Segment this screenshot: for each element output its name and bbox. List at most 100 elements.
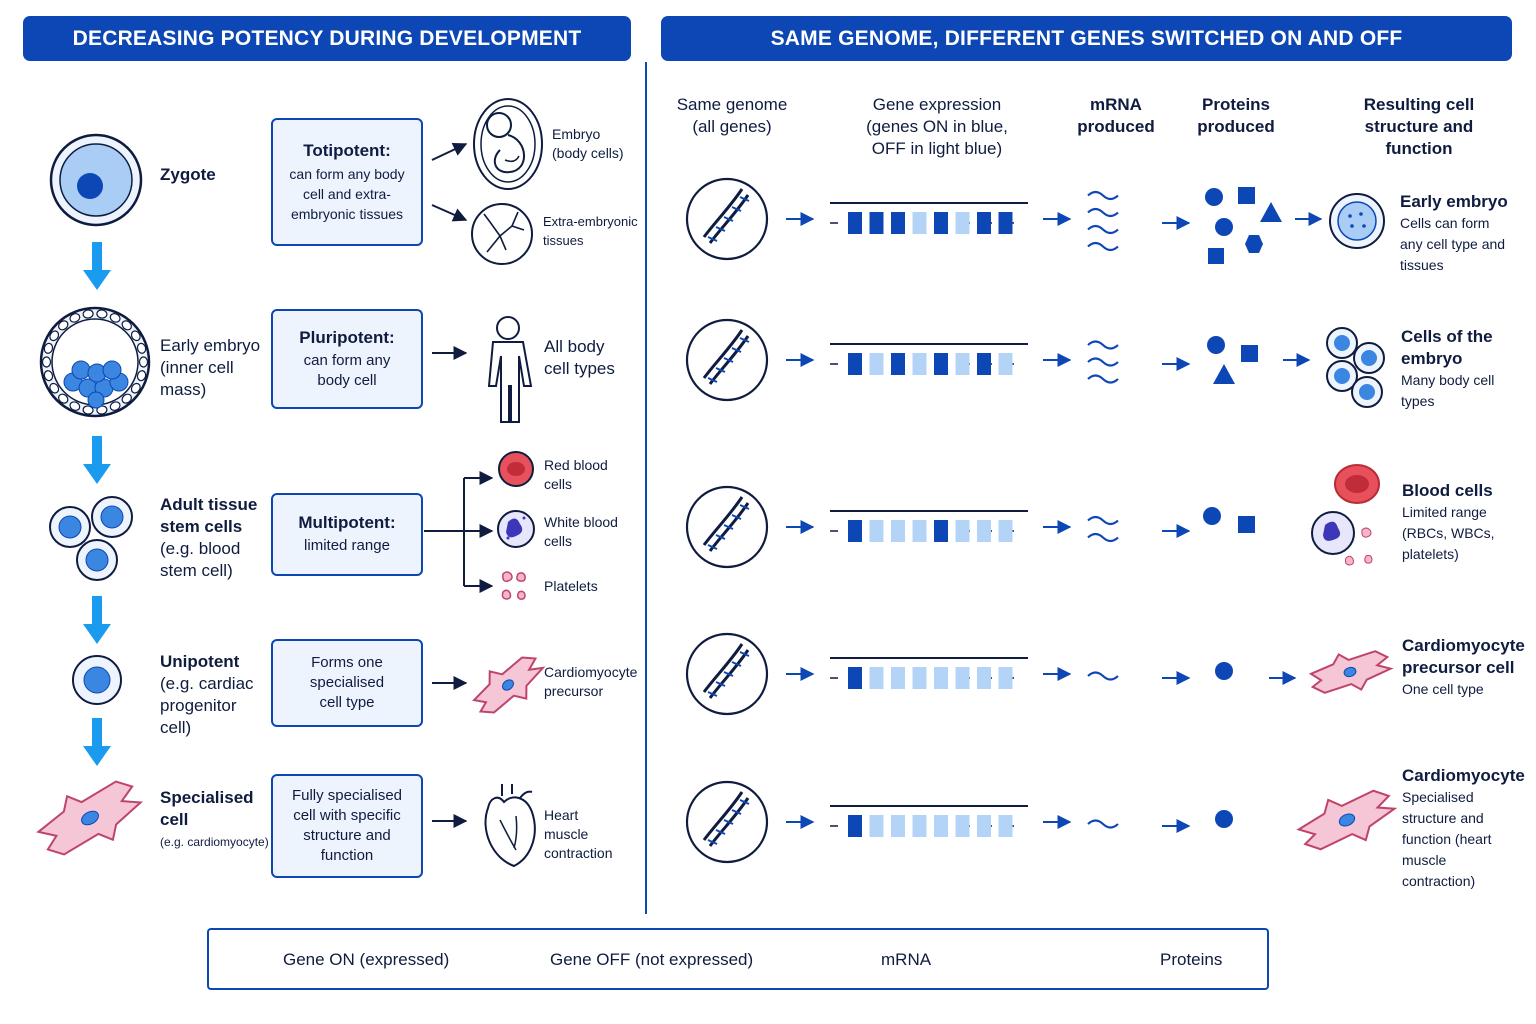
protein-square [1241,345,1258,362]
dna-rung [723,216,734,222]
blastocyst-ring-cell [136,370,147,382]
gene-on-block [934,353,948,375]
dna-rung [723,357,734,363]
gene-on-block [891,212,905,234]
blood-cells-result-icon [1311,464,1380,566]
label-white-blood: White blood cells [544,514,618,549]
stage-adult-stem-sub: (e.g. blood stem cell) [160,539,241,580]
legend-gene-off-label: Gene OFF (not expressed) [550,950,754,969]
col-mrna: mRNA produced [1077,95,1155,136]
row-embryo-cells-label: Cells of the embryo Many body cell types [1401,326,1511,412]
progenitor-cell-icon [72,655,122,705]
mrna-wave [1087,340,1119,350]
mrna-wave [1087,357,1119,367]
blastocyst-ring-cell [121,393,132,404]
right-panel-title: SAME GENOME, DIFFERENT GENES SWITCHED ON… [661,16,1512,61]
dna-strand [702,188,744,238]
gene-on-block [977,212,991,234]
protein-circle [1207,336,1225,354]
gene-off-block [977,520,991,542]
red-blood-cell-icon [498,451,534,487]
gene-off-block [912,520,927,542]
gene-on-block [998,212,1013,234]
gene-off-block [869,815,884,837]
stem-cells-icon [49,496,133,581]
label-embryo: Embryo (body cells) [552,126,624,161]
gene-off-block [955,353,970,375]
gene-off-block [869,667,884,689]
blastocyst-ring-cell [82,309,94,319]
pluripotent-text: can form any body cell [303,351,391,389]
row-early-embryo-label: Early embryo Cells can form any cell typ… [1400,191,1510,276]
dna-rung [707,839,718,845]
protein-circle [1215,810,1233,828]
legend: Gene ON (expressed) Gene OFF (not expres… [207,928,1269,990]
blastocyst-ring-cell [82,405,94,415]
platelets-icon [501,571,526,600]
left-panel-title: DECREASING POTENCY DURING DEVELOPMENT [23,16,631,61]
stage-adult-stem-name: Adult tissue stem cells [160,495,258,536]
stage-specialised-sub: (e.g. cardiomyocyte) [160,835,269,849]
dna-rung [723,524,734,530]
dna-rung [731,206,742,212]
dna-rung [707,236,718,242]
cardio-precursor-result-icon [1308,650,1394,694]
down-arrows [83,242,111,766]
blastocyst-ring-cell [58,320,69,331]
left-arrows [431,143,468,828]
gene-on-block [848,520,862,542]
blastocyst-ring-cell [58,393,69,404]
cardiomyocyte-result-icon [1296,789,1398,851]
label-heart: Heart muscle contraction [544,807,613,861]
blastocyst-ring-cell [69,401,81,411]
gene-off-block [977,815,991,837]
stage-adult-stem: Adult tissue stem cells (e.g. blood stem… [160,494,260,582]
dna-rung [707,691,718,697]
dna-rung [739,504,750,510]
gene-off-block [912,815,927,837]
row-cardio-precursor-title: Cardiomyocyte precursor cell [1402,636,1525,677]
gene-off-block [934,667,948,689]
gene-on-block [848,353,862,375]
gene-on-block [869,212,884,234]
dna-rung [731,514,742,520]
gene-row [685,485,1255,569]
blastocyst-ring-cell [96,309,108,319]
gene-off-block [891,520,905,542]
row-early-embryo-desc: Cells can form any cell type and tissues [1400,215,1506,273]
blastocyst-ring-cell [69,313,81,323]
specialised-text: Fully specialised cell with specific str… [291,787,403,864]
embryo-icon [473,98,543,190]
blastocyst-ring-cell [130,330,141,342]
dna-rung [723,671,734,677]
cardiomyocyte-icon [36,780,144,856]
protein-square [1238,516,1255,533]
gene-row [685,318,1311,402]
stage-specialised-name: Specialised cell [160,788,254,829]
gene-off-block [869,353,884,375]
gene-expression-rows [685,177,1323,864]
protein-hexagon [1245,235,1263,253]
heart-icon [484,784,536,868]
protein-circle [1203,507,1221,525]
gene-off-block [912,353,927,375]
blastocyst-icon [39,306,151,418]
gene-off-block [998,815,1013,837]
dna-rung [723,819,734,825]
blastocyst-ring-cell [121,320,132,331]
blastocyst-ring-cell [41,356,52,368]
gene-off-block [912,667,927,689]
mrna-wave [1087,224,1119,235]
gene-off-block [977,667,991,689]
gene-on-block [848,212,862,234]
blastocyst-ring-cell [130,382,141,394]
dna-rung [715,367,726,373]
dna-rung [715,829,726,835]
gene-off-block [998,353,1013,375]
gene-on-block [848,815,862,837]
stage-zygote: Zygote [160,164,216,186]
gene-on-block [848,667,862,689]
human-figure-icon [487,316,533,423]
protein-circle [1205,188,1223,206]
